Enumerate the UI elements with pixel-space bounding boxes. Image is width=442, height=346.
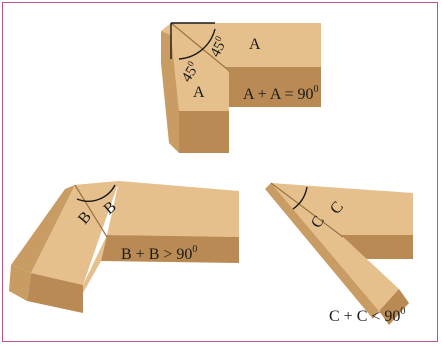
joint-a-angle-left-label: 450 xyxy=(177,59,203,85)
joint-a-label-top: A xyxy=(249,36,261,53)
joint-a-arm-horizontal-top-fill xyxy=(225,23,321,67)
joint-b-miter-seam xyxy=(74,184,108,238)
joint-a-angle-arc xyxy=(178,28,216,60)
joint-c-arm-down-side xyxy=(265,183,379,319)
joint-b-arm-left-top xyxy=(31,181,119,285)
joint-c-arm-right-top xyxy=(271,183,413,235)
figure-frame: 450 450 A A A + A = 900 B B B + B > 900 xyxy=(2,2,438,342)
joint-b-equation: B + B > 900 xyxy=(121,244,197,263)
joint-b-arm-left-end xyxy=(27,273,83,313)
joint-c-arm-down-end xyxy=(379,289,409,325)
joint-b xyxy=(9,181,239,313)
joint-a-arm-vertical-side xyxy=(161,31,179,153)
joint-a-angle-right-label: 450 xyxy=(206,34,231,60)
joint-c-arm-down-top xyxy=(271,183,399,311)
joint-c-equation: C + C < 900 xyxy=(329,306,405,325)
joint-c-miter-seam xyxy=(270,182,344,238)
joint-b-arm-right-front xyxy=(101,235,239,263)
joint-a-miter-seam xyxy=(170,22,228,70)
joint-a-arm-vertical-end xyxy=(179,111,229,153)
joint-a-arm-horizontal-front xyxy=(225,67,321,107)
joint-a xyxy=(161,22,321,153)
joint-b-arm-left-outer xyxy=(11,185,75,273)
joint-b-arm-right-fill xyxy=(107,181,239,237)
joint-a-equation: A + A = 900 xyxy=(243,84,319,103)
joint-b-inner-corner xyxy=(83,235,107,293)
miter-joints-diagram: 450 450 A A A + A = 900 B B B + B > 900 xyxy=(9,22,413,325)
joint-c xyxy=(265,182,413,325)
joint-b-angle-arc xyxy=(76,184,116,202)
joint-b-arm-left-side xyxy=(9,265,31,301)
joint-a-label-bottom: A xyxy=(193,84,205,101)
joint-c-angle-arc xyxy=(292,186,308,210)
